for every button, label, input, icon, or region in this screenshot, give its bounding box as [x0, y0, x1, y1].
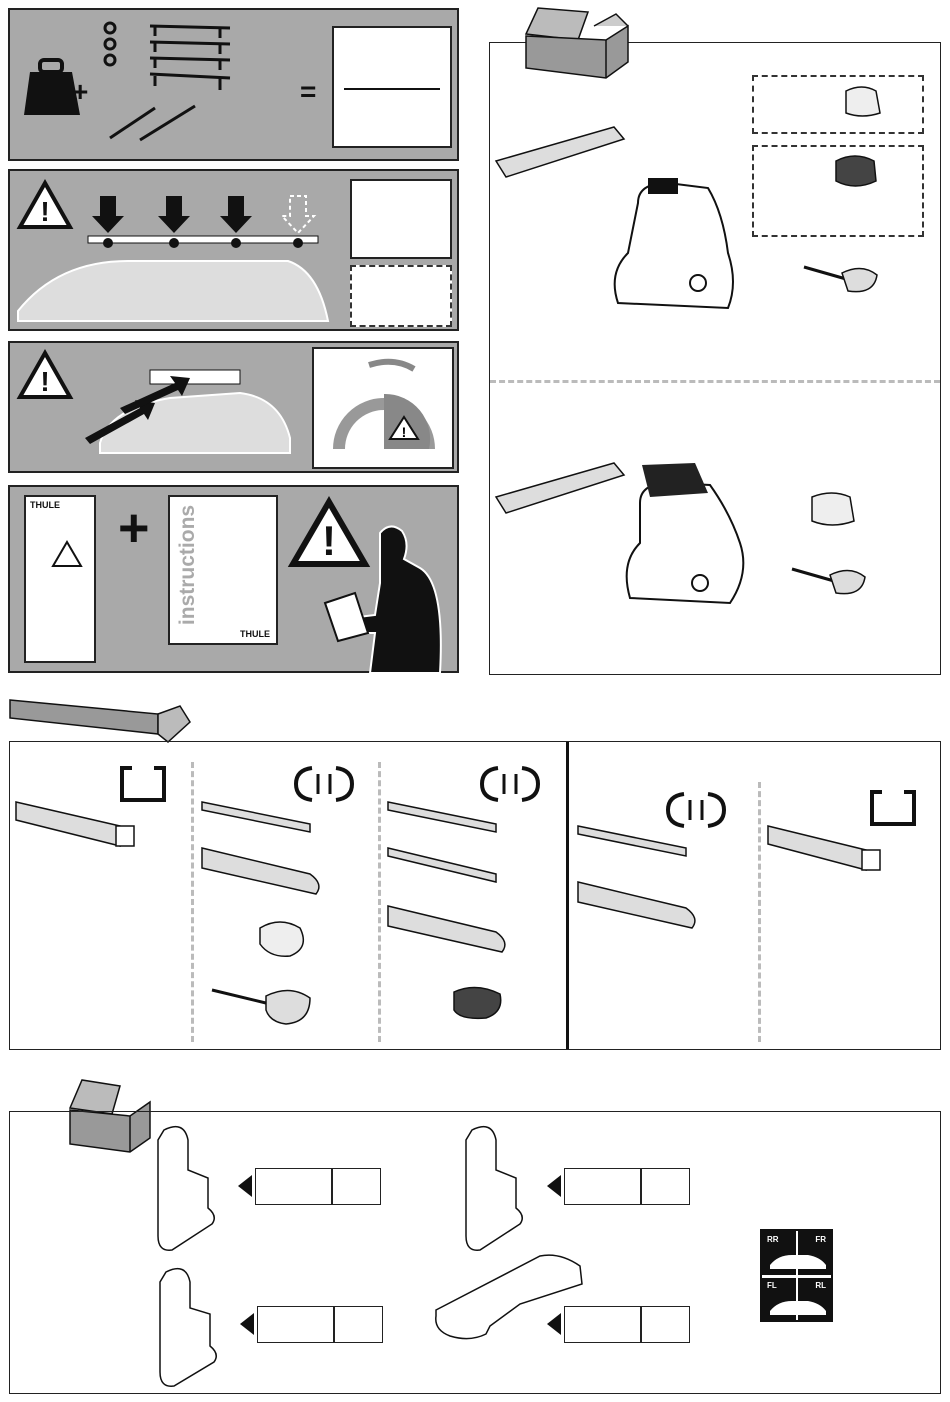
manual-icon: THULE [24, 495, 96, 663]
plus-sign: + [72, 76, 88, 108]
plus-sign: + [118, 497, 150, 559]
bracket-plate-icon [156, 1262, 226, 1392]
load-capacity-panel: + = [8, 8, 459, 161]
strap-detail-box [350, 179, 452, 259]
bar-profiles-panel [9, 741, 941, 1050]
part-code-box [564, 1306, 690, 1343]
pad-detail-box [350, 265, 452, 327]
profile-separator [758, 782, 761, 1042]
bracket-plate-icon [154, 1120, 224, 1260]
max-load-box [332, 26, 452, 148]
end-cap-icon [446, 982, 506, 1022]
sticker-label-rl: RL [815, 1281, 826, 1290]
pointer-arrow [547, 1175, 561, 1197]
thule-logo: THULE [240, 629, 270, 639]
kit-separator [490, 380, 940, 383]
aero-bar-drawing [200, 798, 330, 978]
car-icon [768, 1251, 828, 1271]
part-code-box [255, 1168, 381, 1205]
pointer-arrow [240, 1313, 254, 1335]
sticker-label-fl: FL [767, 1281, 777, 1290]
instructions-word: instructions [176, 505, 200, 625]
profile-separator [191, 762, 194, 1042]
roof-load-drawing [18, 191, 328, 321]
equals-sign: = [300, 76, 316, 108]
max-load-divider [344, 88, 440, 90]
thule-logo: THULE [30, 500, 60, 510]
svg-text:!: ! [402, 424, 407, 440]
lock-cap-icon [830, 151, 880, 191]
square-bar-drawing [766, 822, 896, 882]
rubber-pad-icon [494, 457, 624, 517]
pointer-arrow [238, 1175, 252, 1197]
part-code-box [564, 1168, 690, 1205]
svg-text:!: ! [40, 366, 49, 397]
load-distribution-panel: ! [8, 169, 459, 331]
rubber-pad-icon [494, 121, 624, 181]
instructions-sheet: instructions THULE [168, 495, 278, 645]
slim-bar-drawing [576, 822, 706, 942]
sticker-label-rr: RR [767, 1235, 779, 1244]
bar-profile-icon [870, 790, 916, 826]
bracket-plate-icon [462, 1120, 532, 1260]
car-wind-drawing [80, 358, 300, 468]
key-icon [790, 563, 870, 603]
read-instructions-panel: THULE + instructions THULE ! [8, 485, 459, 673]
foot-kit-panel [489, 42, 941, 675]
sticker-label-fr: FR [815, 1235, 826, 1244]
key-icon [802, 261, 882, 301]
optional-cap-box [752, 75, 924, 134]
warning-icon [52, 541, 82, 567]
wing-bar-drawing [386, 798, 516, 978]
position-sticker: RR FR FL RL [760, 1229, 833, 1322]
car-icon [768, 1297, 828, 1317]
foot-icon [620, 463, 760, 613]
warning-icon: ! [18, 351, 72, 399]
end-cap-icon [808, 489, 856, 529]
profile-separator [378, 762, 381, 1042]
box-icon [518, 6, 633, 86]
speed-gauge-box: ! [312, 347, 454, 469]
speed-warning-panel: ! ! [8, 341, 459, 473]
bars-icon [100, 18, 240, 148]
bar-profile-icon [118, 766, 168, 802]
pointer-arrow [547, 1313, 561, 1335]
speedometer-icon: ! [334, 359, 434, 459]
kit-parts-panel: RR FR FL RL [9, 1111, 941, 1394]
bracket-icon [210, 982, 330, 1032]
section-divider [566, 742, 569, 1049]
foot-icon [608, 173, 748, 323]
person-reading-icon [320, 523, 450, 673]
end-cap-icon [842, 83, 882, 119]
square-bar-drawing [14, 798, 144, 858]
part-code-box [257, 1306, 383, 1343]
